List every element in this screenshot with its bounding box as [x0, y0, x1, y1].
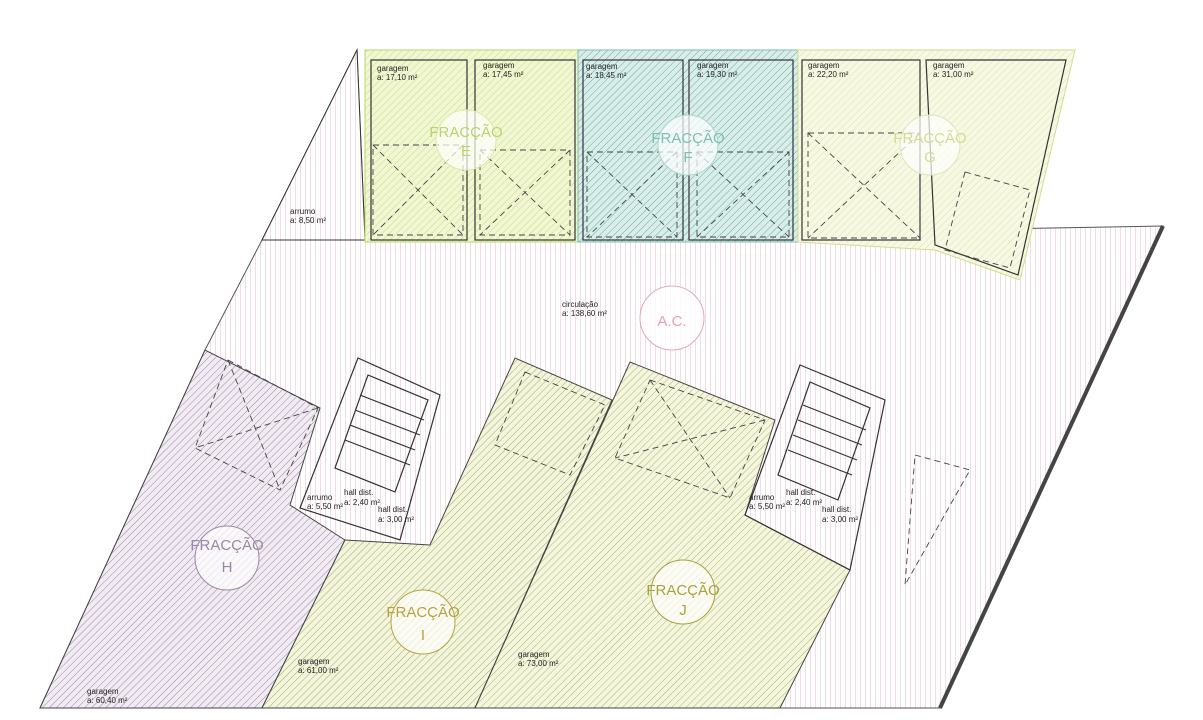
- svg-text:hall dist.: hall dist.: [344, 488, 373, 497]
- svg-text:FRACÇÃO: FRACÇÃO: [190, 537, 263, 554]
- svg-text:garagem: garagem: [808, 61, 840, 70]
- svg-text:a: 22,20 m²: a: 22,20 m²: [808, 70, 849, 79]
- svg-text:garagem: garagem: [697, 61, 729, 70]
- svg-text:garagem: garagem: [298, 657, 330, 666]
- svg-text:arrumo: arrumo: [307, 493, 333, 502]
- fraccao-g-label: FRACÇÃO G: [893, 114, 967, 176]
- svg-text:circulação: circulação: [562, 300, 599, 309]
- svg-text:I: I: [421, 627, 425, 644]
- svg-text:a: 3,00 m²: a: 3,00 m²: [822, 515, 858, 524]
- svg-text:E: E: [461, 143, 471, 160]
- svg-text:hall dist.: hall dist.: [786, 488, 815, 497]
- fraccao-j-label: FRACÇÃO J: [646, 559, 720, 625]
- svg-text:hall dist.: hall dist.: [378, 505, 407, 514]
- svg-text:a: 61,00 m²: a: 61,00 m²: [298, 666, 339, 675]
- svg-text:arrumo: arrumo: [749, 493, 775, 502]
- svg-text:a: 18,45 m²: a: 18,45 m²: [586, 71, 627, 80]
- svg-text:FRACÇÃO: FRACÇÃO: [646, 582, 719, 599]
- svg-text:G: G: [924, 149, 936, 166]
- circulacao-tag: A.C.: [639, 285, 705, 351]
- svg-text:a: 2,40 m²: a: 2,40 m²: [344, 498, 380, 507]
- svg-text:FRACÇÃO: FRACÇÃO: [651, 130, 724, 147]
- svg-text:a: 31,00 m²: a: 31,00 m²: [933, 70, 974, 79]
- svg-text:a: 138,60 m²: a: 138,60 m²: [562, 309, 607, 318]
- svg-text:garagem: garagem: [933, 61, 965, 70]
- stair-core-left: [194, 357, 606, 541]
- svg-text:a: 73,00 m²: a: 73,00 m²: [518, 659, 559, 668]
- svg-text:a: 2,40 m²: a: 2,40 m²: [786, 498, 822, 507]
- svg-text:garagem: garagem: [586, 62, 618, 71]
- exterior-wall: [938, 225, 1165, 709]
- svg-text:H: H: [222, 559, 233, 576]
- svg-text:FRACÇÃO: FRACÇÃO: [386, 604, 459, 621]
- fraccao-f-label: FRACÇÃO F: [651, 114, 725, 176]
- svg-text:a: 8,50 m²: a: 8,50 m²: [290, 216, 326, 225]
- svg-text:a: 17,10 m²: a: 17,10 m²: [377, 73, 418, 82]
- fraccao-h-label: FRACÇÃO H: [190, 525, 264, 591]
- fraccao-i-label: FRACÇÃO I: [386, 589, 460, 655]
- svg-text:a: 17,45 m²: a: 17,45 m²: [483, 70, 524, 79]
- fraccao-e-label: FRACÇÃO E: [429, 109, 503, 171]
- svg-text:a: 3,00 m²: a: 3,00 m²: [378, 515, 414, 524]
- svg-text:garagem: garagem: [87, 687, 119, 696]
- svg-text:a: 60,40 m²: a: 60,40 m²: [87, 696, 128, 705]
- svg-text:garagem: garagem: [518, 650, 550, 659]
- svg-text:J: J: [679, 602, 687, 619]
- svg-text:F: F: [683, 149, 692, 166]
- stair-core-right: [614, 364, 971, 586]
- svg-text:a: 5,50 m²: a: 5,50 m²: [307, 502, 343, 511]
- svg-text:a: 5,50 m²: a: 5,50 m²: [749, 502, 785, 511]
- svg-text:A.C.: A.C.: [657, 313, 686, 330]
- svg-text:FRACÇÃO: FRACÇÃO: [893, 130, 966, 147]
- svg-text:garagem: garagem: [483, 61, 515, 70]
- arrumo-top-area: [261, 48, 366, 241]
- svg-text:FRACÇÃO: FRACÇÃO: [429, 124, 502, 141]
- svg-text:garagem: garagem: [377, 64, 409, 73]
- svg-text:hall dist.: hall dist.: [822, 505, 851, 514]
- svg-text:arrumo: arrumo: [290, 207, 316, 216]
- svg-text:a: 19,30 m²: a: 19,30 m²: [697, 70, 738, 79]
